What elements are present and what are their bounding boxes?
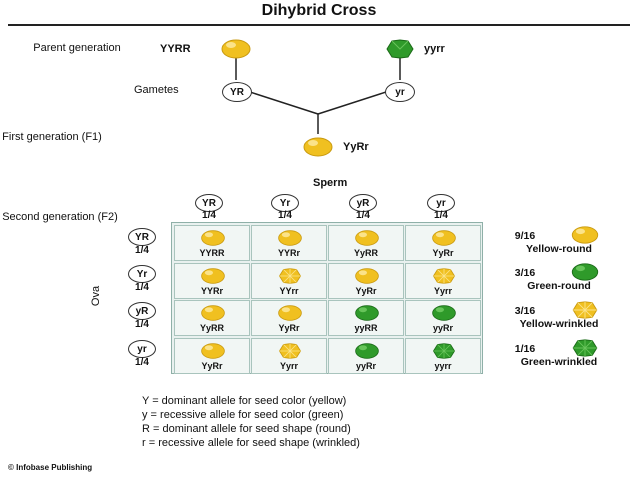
punnett-genotype: YyRr xyxy=(201,360,223,371)
pea-yellow-round-icon xyxy=(278,230,302,246)
pea-green-round-icon xyxy=(432,305,456,321)
pea-yellow-round-icon xyxy=(201,342,225,359)
ratio-fraction: 1/16 xyxy=(514,343,536,355)
punnett-cell: YyRR xyxy=(174,300,250,336)
punnett-genotype: yyRr xyxy=(355,360,376,371)
punnett-genotype: YyRr xyxy=(278,323,300,333)
pea-yellow-round-icon xyxy=(432,230,456,246)
punnett-cell: YYRR xyxy=(174,225,250,261)
ratio-phenotype-label: Green-round xyxy=(527,280,591,292)
pea-green-wrinkled-icon xyxy=(432,342,456,359)
pea-yellow-round-icon xyxy=(221,39,251,59)
punnett-genotype: YyRR xyxy=(199,323,224,333)
parent-left-genotype: YYRR xyxy=(160,43,191,55)
ova-fraction: 1/4 xyxy=(135,245,149,256)
gametes-label: Gametes xyxy=(134,84,179,96)
f1-genotype: YyRr xyxy=(343,141,369,153)
punnett-cell: yyrr xyxy=(405,337,481,374)
pea-green-wrinkled-icon xyxy=(386,39,414,59)
gamete-left: YR xyxy=(222,82,252,102)
legend-line: Y = dominant allele for seed color (yell… xyxy=(142,395,347,407)
gamete-right: yr xyxy=(385,82,415,102)
pea-yellow-wrinkled-icon xyxy=(278,267,302,284)
ova-fraction: 1/4 xyxy=(135,282,149,293)
pea-yellow-round-icon xyxy=(571,226,599,244)
sperm-allele-YR: YR xyxy=(195,194,223,212)
punnett-cell: Yyrr xyxy=(251,337,327,374)
punnett-cell: yyRR xyxy=(328,300,404,336)
ratio-phenotype-label: Yellow-wrinkled xyxy=(519,318,599,330)
sperm-allele-Yr: Yr xyxy=(271,194,299,212)
pea-green-wrinkled-icon xyxy=(572,339,598,357)
sperm-label: Sperm xyxy=(313,177,348,189)
sperm-fraction: 1/4 xyxy=(278,210,292,221)
legend-line: r = recessive allele for seed shape (wri… xyxy=(142,437,360,449)
pea-yellow-round-icon xyxy=(355,267,379,284)
punnett-cell: YyRr xyxy=(251,300,327,336)
ratio-fraction: 3/16 xyxy=(514,267,536,279)
sperm-allele-yR: yR xyxy=(349,194,377,212)
punnett-genotype: yyRR xyxy=(354,323,378,333)
punnett-genotype: YYRr xyxy=(277,248,300,258)
ova-allele-yR: yR xyxy=(128,302,156,320)
punnett-genotype: Yyrr xyxy=(279,360,298,371)
ova-label: Ova xyxy=(90,285,103,307)
pea-yellow-round-icon xyxy=(201,230,225,246)
legend-line: R = dominant allele for seed shape (roun… xyxy=(142,423,351,435)
punnett-cell: YyRr xyxy=(328,262,404,299)
punnett-cell: YYRr xyxy=(251,225,327,261)
parent-right-genotype: yyrr xyxy=(424,43,445,55)
pea-yellow-round-icon xyxy=(355,230,379,246)
punnett-genotype: YyRr xyxy=(355,285,377,296)
pea-yellow-wrinkled-icon xyxy=(572,301,598,319)
punnett-cell: YYrr xyxy=(251,262,327,299)
ratio-fraction: 3/16 xyxy=(514,305,536,317)
pea-yellow-round-icon xyxy=(303,137,333,157)
legend-line: y = recessive allele for seed color (gre… xyxy=(142,409,344,421)
punnett-genotype: YyRR xyxy=(353,248,378,258)
punnett-cell: YyRR xyxy=(328,225,404,261)
punnett-cell: Yyrr xyxy=(405,262,481,299)
punnett-genotype: YYRR xyxy=(199,248,225,258)
ova-allele-yr: yr xyxy=(128,340,156,358)
sperm-fraction: 1/4 xyxy=(434,210,448,221)
ova-allele-YR: YR xyxy=(128,228,156,246)
sperm-allele-yr: yr xyxy=(427,194,455,212)
punnett-cell: YYRr xyxy=(174,262,250,299)
punnett-genotype: YYrr xyxy=(279,285,299,296)
pea-yellow-round-icon xyxy=(201,267,225,284)
punnett-genotype: yyrr xyxy=(434,360,452,371)
ratio-phenotype-label: Green-wrinkled xyxy=(520,356,598,368)
first-generation-label: First generation (F1) xyxy=(2,131,102,143)
publisher-credit: © Infobase Publishing xyxy=(8,463,93,472)
punnett-cell: yyRr xyxy=(405,300,481,336)
diagram-title: Dihybrid Cross xyxy=(261,2,377,19)
ova-allele-Yr: Yr xyxy=(128,265,156,283)
pea-green-round-icon xyxy=(355,342,379,359)
punnett-cell: YyRr xyxy=(405,225,481,261)
ova-fraction: 1/4 xyxy=(135,319,149,330)
punnett-genotype: yyRr xyxy=(432,323,453,333)
ratio-phenotype-label: Yellow-round xyxy=(526,243,592,255)
pea-yellow-wrinkled-icon xyxy=(432,267,456,284)
pea-green-round-icon xyxy=(571,263,599,281)
punnett-cell: yyRr xyxy=(328,337,404,374)
punnett-genotype: YyRr xyxy=(432,248,454,258)
ratio-fraction: 9/16 xyxy=(514,230,536,242)
punnett-genotype: YYRr xyxy=(200,285,223,296)
punnett-square: YYRR YYRr YyRR YyRr YYRr YYrr YyRr Yyrr … xyxy=(171,222,483,374)
title-divider xyxy=(8,24,630,26)
punnett-genotype: Yyrr xyxy=(433,285,452,296)
pea-yellow-round-icon xyxy=(201,305,225,321)
pea-yellow-round-icon xyxy=(278,305,302,321)
pea-yellow-wrinkled-icon xyxy=(278,342,302,359)
ova-fraction: 1/4 xyxy=(135,357,149,368)
punnett-cell: YyRr xyxy=(174,337,250,374)
pea-green-round-icon xyxy=(355,305,379,321)
second-generation-label: Second generation (F2) xyxy=(2,211,118,223)
sperm-fraction: 1/4 xyxy=(356,210,370,221)
sperm-fraction: 1/4 xyxy=(202,210,216,221)
parent-generation-label: Parent generation xyxy=(33,42,121,54)
